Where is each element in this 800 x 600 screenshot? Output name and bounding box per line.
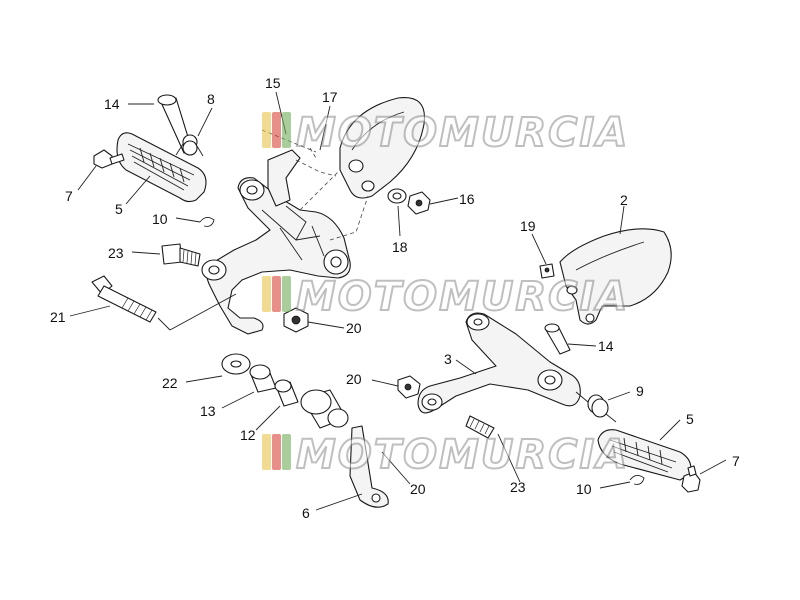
watermark-bottom: MOTOMURCIA: [262, 431, 629, 479]
callout-5-left: 5: [115, 201, 123, 217]
bolt-21: [91, 275, 157, 323]
callout-10-right: 10: [576, 481, 592, 497]
callout-9: 9: [636, 383, 644, 399]
pin-right: [544, 323, 571, 355]
callout-2: 2: [620, 192, 628, 208]
callout-5-right: 5: [686, 411, 694, 427]
clip-right: [629, 475, 645, 485]
callout-20-top: 20: [346, 320, 362, 336]
callout-7-left: 7: [65, 188, 73, 204]
left-bracket: [201, 149, 351, 335]
callout-20-mid: 20: [346, 371, 362, 387]
callout-3: 3: [444, 351, 452, 367]
callout-14-right: 14: [598, 338, 614, 354]
footpeg-bracket-right: [417, 312, 581, 414]
callout-8: 8: [207, 91, 215, 107]
callout-17: 17: [322, 89, 338, 105]
heel-guard-right: [559, 228, 672, 325]
watermark-text: MOTOMURCIA: [296, 274, 629, 320]
callout-6: 6: [302, 505, 310, 521]
spring-left: [175, 134, 204, 157]
heel-guard: [339, 96, 431, 215]
callout-23-right: 23: [510, 479, 526, 495]
bushing-stack: [221, 353, 349, 429]
callout-21: 21: [50, 309, 66, 325]
callout-numbers: 14 8 15 17 7 5 10 16 18 23 2 19 21 20 14…: [50, 75, 740, 521]
callout-7-right: 7: [732, 453, 740, 469]
footpeg-left: [116, 132, 207, 203]
left-footpeg-assembly: [93, 94, 215, 227]
watermark-top: MOTOMURCIA: [262, 109, 629, 157]
callout-10-left: 10: [152, 211, 168, 227]
callout-16: 16: [459, 191, 475, 207]
bracket-6: [349, 425, 389, 508]
bolt-23-right: [465, 415, 495, 439]
callout-22: 22: [162, 375, 178, 391]
callout-18: 18: [392, 239, 408, 255]
callout-20-bottom: 20: [410, 481, 426, 497]
callout-19: 19: [520, 218, 536, 234]
callout-15: 15: [265, 75, 281, 91]
clip-left: [199, 217, 215, 227]
watermark-text: MOTOMURCIA: [296, 110, 629, 156]
bolt-left: [93, 149, 125, 169]
footpeg-right: [597, 429, 692, 481]
callout-12: 12: [240, 427, 256, 443]
callout-23-left: 23: [108, 245, 124, 261]
callout-13: 13: [200, 403, 216, 419]
spring-right: [575, 391, 617, 423]
watermark-text: MOTOMURCIA: [296, 432, 629, 478]
bolt-23-left: [161, 243, 201, 267]
nut-20-top: [283, 307, 309, 333]
callout-14-left: 14: [104, 96, 120, 112]
watermark-middle: MOTOMURCIA: [262, 273, 629, 321]
bolt-right: [681, 465, 701, 493]
screw-19: [539, 263, 555, 279]
nut-20-right: [397, 375, 421, 399]
callout-leaders: [69, 91, 727, 511]
